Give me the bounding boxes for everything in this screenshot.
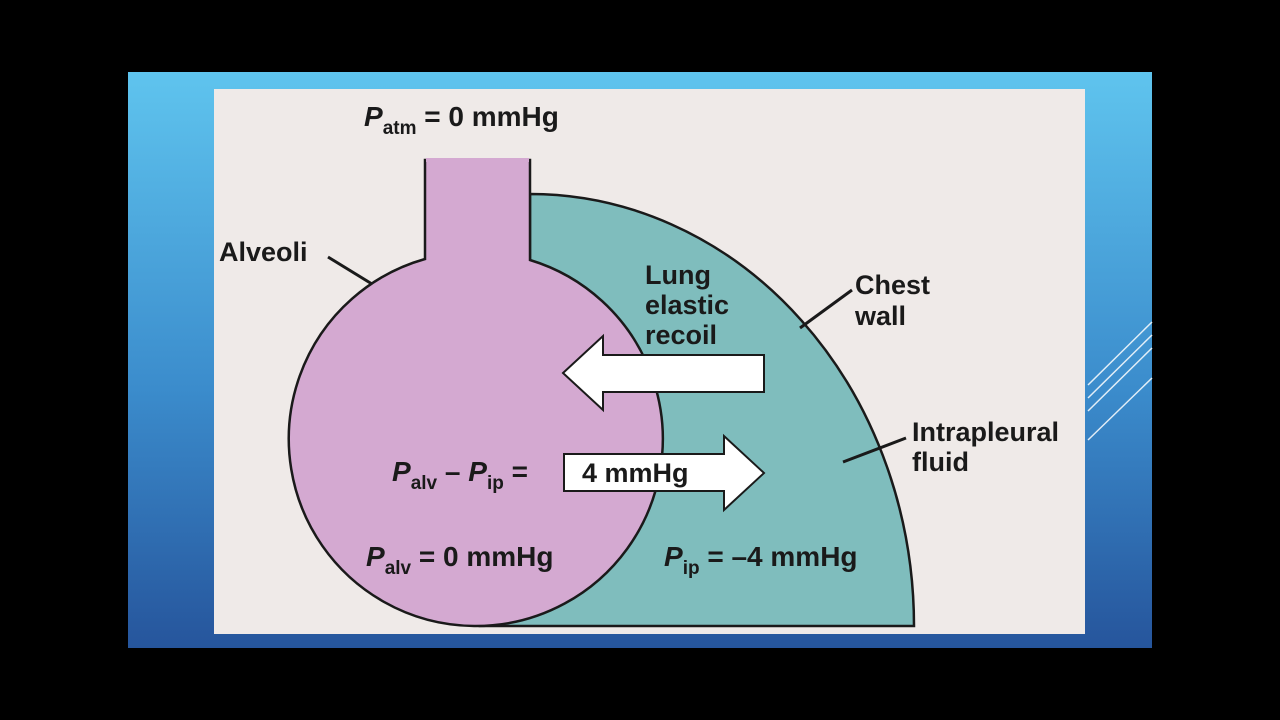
decorative-lines: [1087, 321, 1153, 441]
alveoli-label: Alveoli: [219, 237, 308, 267]
palv-label: Palv = 0 mmHg: [366, 541, 554, 579]
intrapleural-pointer: [842, 436, 907, 464]
chest-wall-label: Chest wall: [854, 270, 938, 331]
recoil-arrow: [561, 333, 765, 413]
intrapleural-label: Intrapleural fluid: [912, 417, 1067, 477]
lung-recoil-label: Lung elastic recoil: [645, 260, 737, 350]
transpulmonary-label: Palv – Pip =: [392, 456, 528, 494]
pip-label: Pip = –4 mmHg: [664, 541, 858, 579]
alveoli-pointer: [327, 255, 373, 286]
patm-label: Patm = 0 mmHg: [364, 101, 559, 139]
chest-wall-pointer: [799, 288, 853, 330]
pressure-arrow: [563, 433, 766, 513]
pressure-arrow-label: 4 mmHg: [582, 458, 689, 488]
